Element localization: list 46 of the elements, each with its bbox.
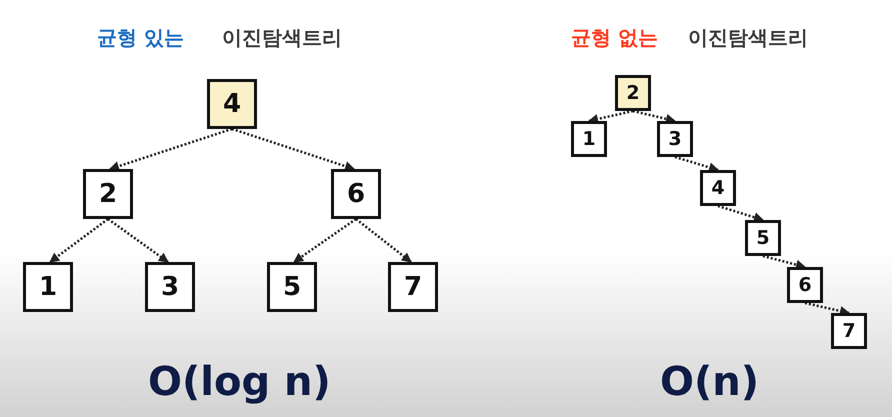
- arrow: [109, 128, 232, 171]
- arrow: [293, 218, 357, 264]
- node-value: 6: [798, 276, 812, 294]
- node-value: 2: [98, 181, 118, 207]
- tree-node-box: [745, 220, 781, 256]
- root-node-box: [615, 75, 651, 111]
- complexity-text: O(n): [660, 359, 760, 405]
- node-value: 3: [668, 130, 682, 148]
- root-node-box: [207, 79, 257, 129]
- title-text: 이진탐색트리: [222, 24, 342, 52]
- tree-node-box: [700, 170, 736, 206]
- arrow: [632, 110, 676, 124]
- title-text: 이진탐색트리: [688, 24, 808, 52]
- title-text: 균형 있는: [97, 24, 184, 52]
- node-value: 1: [38, 274, 58, 300]
- node-value: 3: [160, 274, 180, 300]
- node-value: 1: [582, 130, 596, 148]
- tree-node-box: [267, 262, 317, 312]
- tree-node-box: [388, 262, 438, 312]
- node-value: 2: [626, 84, 640, 102]
- node-value: 5: [756, 228, 770, 248]
- node-value: 5: [282, 274, 302, 300]
- tree-node-box: [787, 267, 823, 303]
- arrow: [232, 128, 355, 171]
- tree-node-box: [831, 313, 867, 349]
- arrow: [718, 204, 764, 222]
- arrow: [588, 110, 634, 124]
- tree-node-box: [331, 169, 381, 219]
- tree-node-box: [145, 262, 195, 312]
- node-value: 7: [842, 322, 856, 340]
- arrow: [107, 218, 169, 264]
- tree-node-box: [83, 169, 133, 219]
- complexity-text: O(log n): [148, 359, 331, 405]
- node-value: 7: [404, 274, 422, 300]
- title-text: 균형 없는: [571, 24, 658, 52]
- arrow: [355, 218, 412, 263]
- tree-node-box: [23, 262, 73, 312]
- node-value: 4: [711, 178, 725, 198]
- arrow: [49, 218, 109, 263]
- node-value: 4: [222, 91, 242, 117]
- tree-node-box: [571, 121, 607, 157]
- node-value: 6: [346, 181, 366, 207]
- arrow: [762, 254, 806, 270]
- tree-node-box: [657, 121, 693, 157]
- arrow: [804, 302, 850, 316]
- arrow: [674, 156, 719, 172]
